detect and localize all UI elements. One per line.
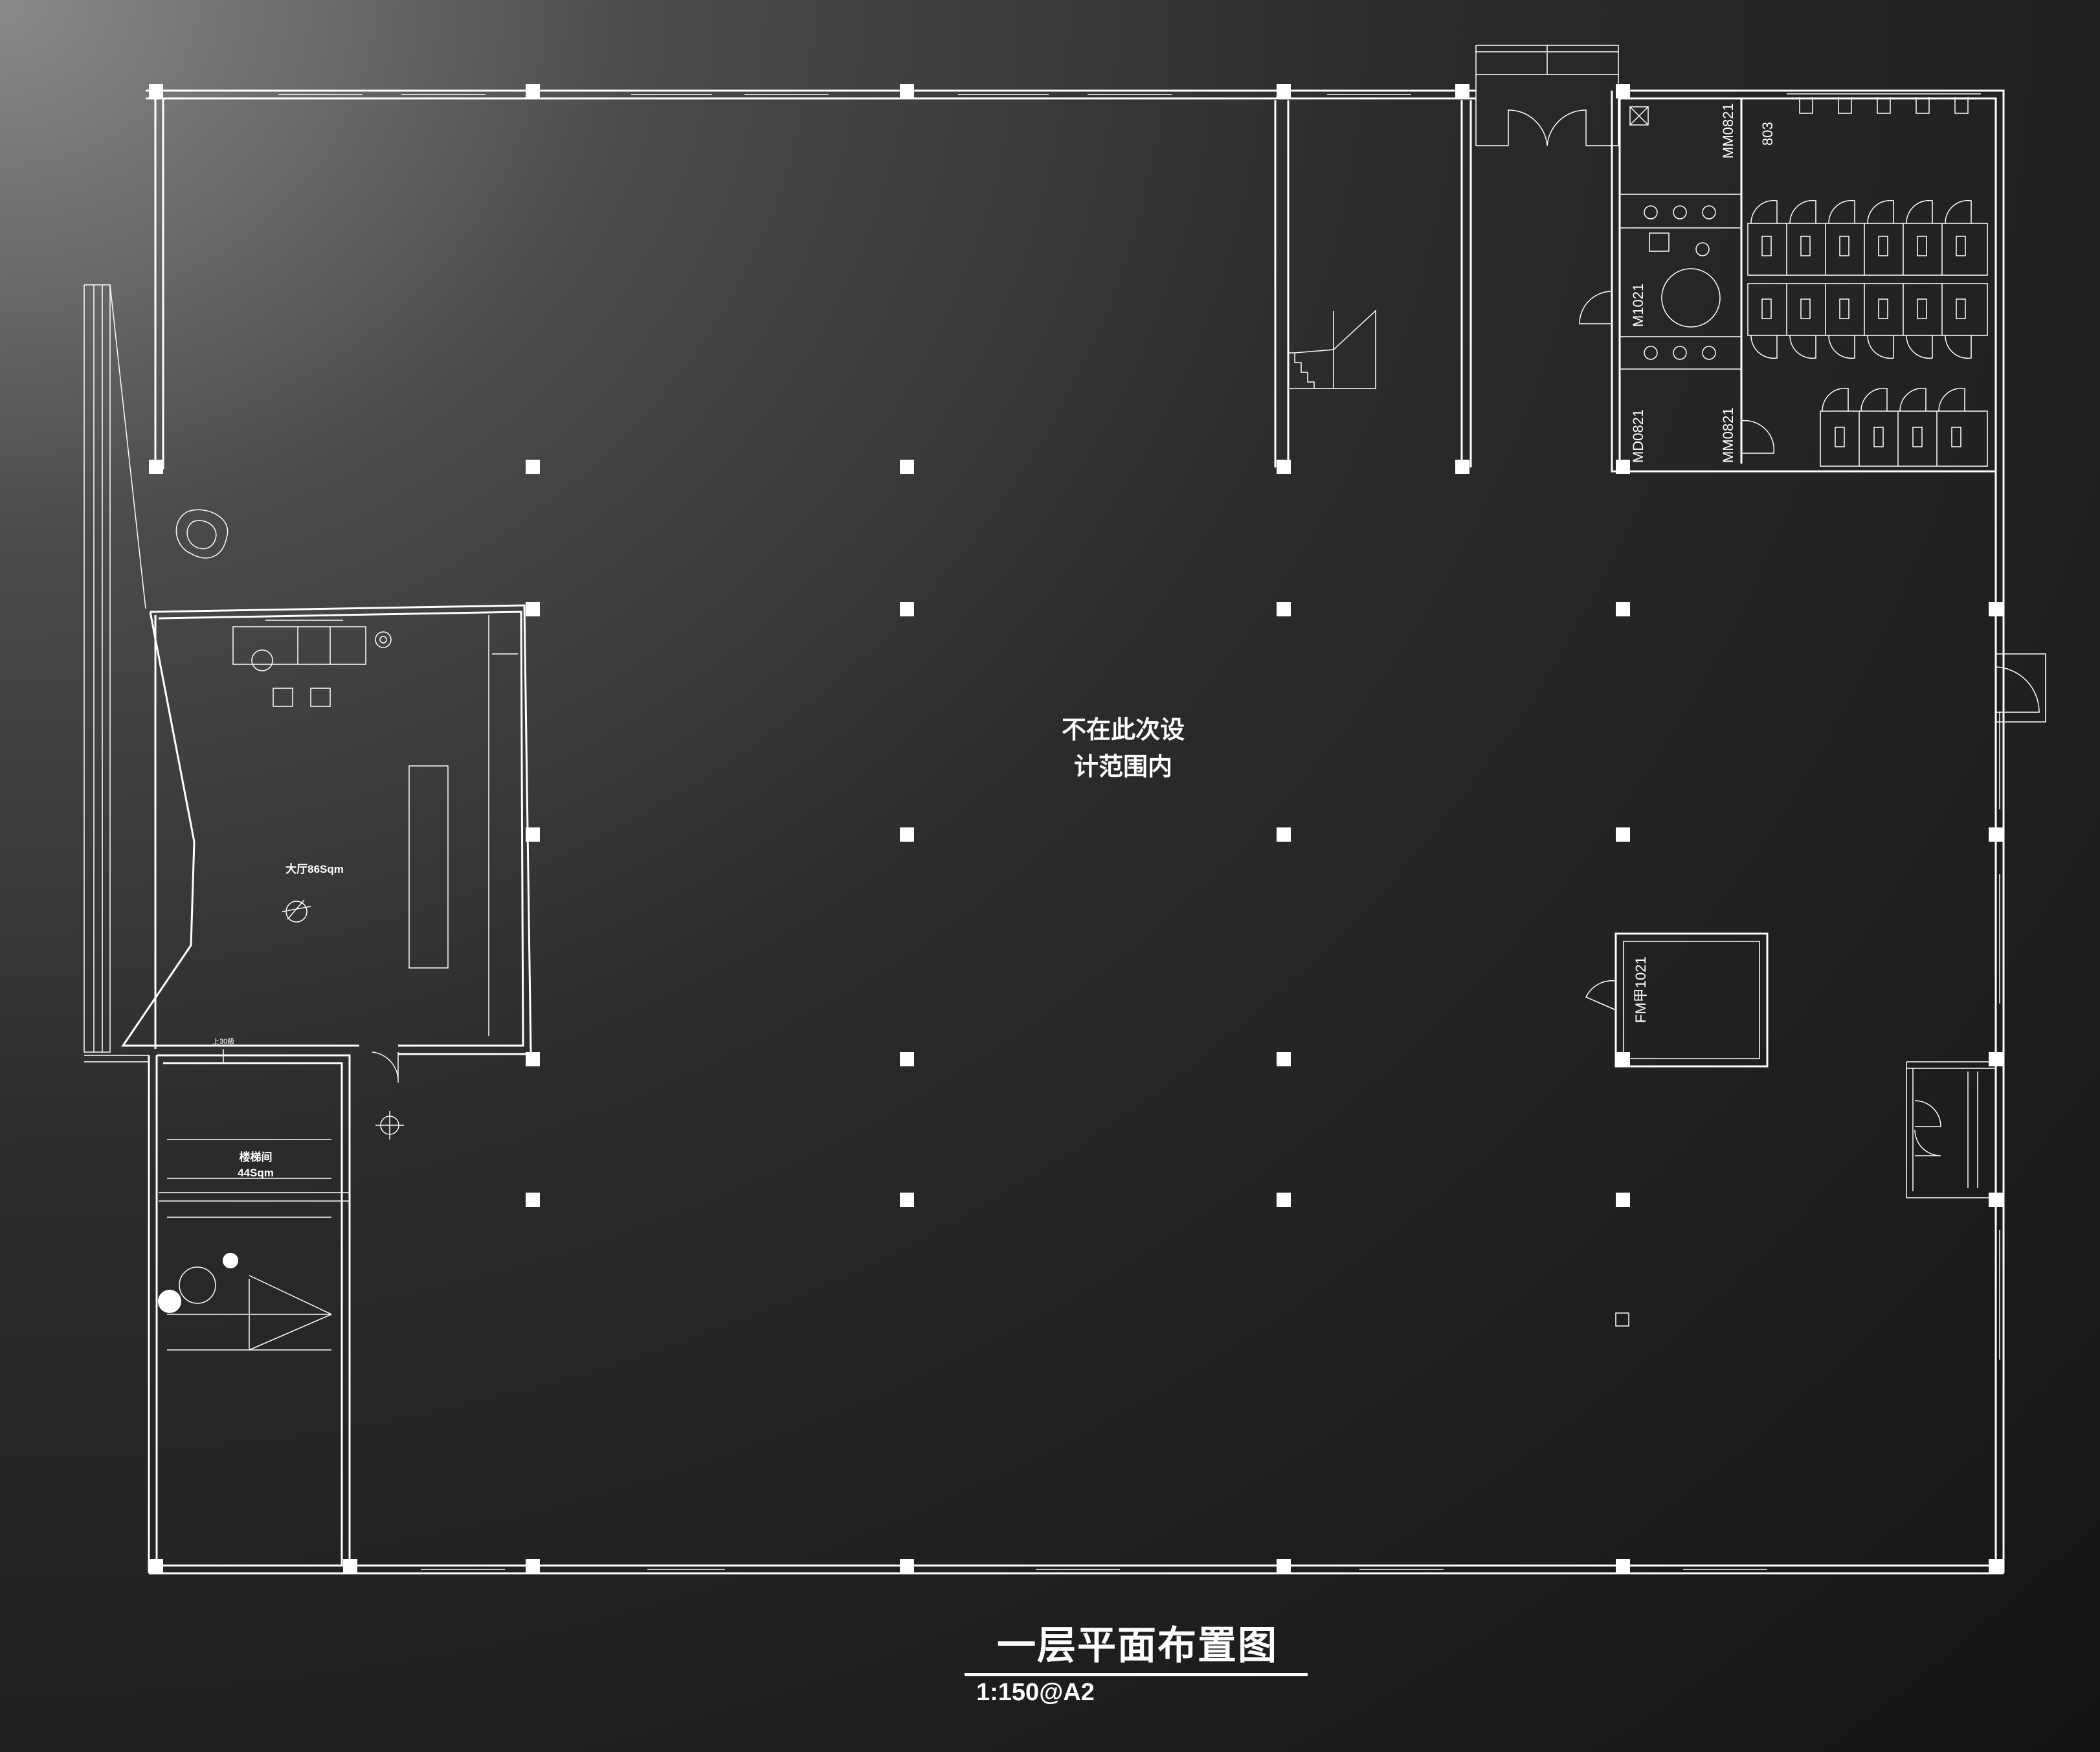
- stair-label-line2: 44Sqm: [238, 1167, 274, 1179]
- central-stair: [1274, 100, 1376, 467]
- vent-label: 803: [1759, 122, 1776, 146]
- entrance-ramp: [84, 284, 149, 1062]
- outer-walls: [146, 89, 2005, 1575]
- structural-columns: [149, 84, 2003, 1573]
- center-note-line2: 计范围内: [1074, 754, 1172, 781]
- hall-label: 大厅86Sqm: [285, 862, 344, 875]
- corridor-walls: [1460, 100, 1472, 467]
- person-icon: [375, 1111, 404, 1140]
- shaft-room: [1585, 932, 1769, 1068]
- up-marker: 上30級: [212, 1037, 234, 1046]
- top-entrance: [1475, 45, 1619, 146]
- seating-island: [175, 509, 229, 559]
- windows: [278, 94, 2000, 1570]
- door-label-wc-side: M1021: [1630, 284, 1646, 327]
- drawing-title-block: 一层平面布置图 1:150@A2: [965, 1619, 1308, 1707]
- door-label-shaft: FM甲1021: [1633, 956, 1649, 1023]
- stair-label-line1: 楼梯间: [240, 1151, 273, 1163]
- door-label-wc-top: MM0821: [1720, 103, 1736, 159]
- center-note-line1: 不在此次设: [1062, 717, 1185, 744]
- stairwell: [157, 1049, 351, 1566]
- right-entrance: [1906, 653, 2046, 1198]
- door-label-wc-lower-right: MM0821: [1720, 407, 1736, 463]
- washrooms: [1579, 91, 1996, 473]
- drawing-scale: 1:150@A2: [976, 1679, 1095, 1706]
- door-label-wc-lower-left: MD0821: [1630, 409, 1646, 463]
- lobby-room: [121, 604, 532, 1083]
- drawing-title: 一层平面布置图: [965, 1619, 1308, 1676]
